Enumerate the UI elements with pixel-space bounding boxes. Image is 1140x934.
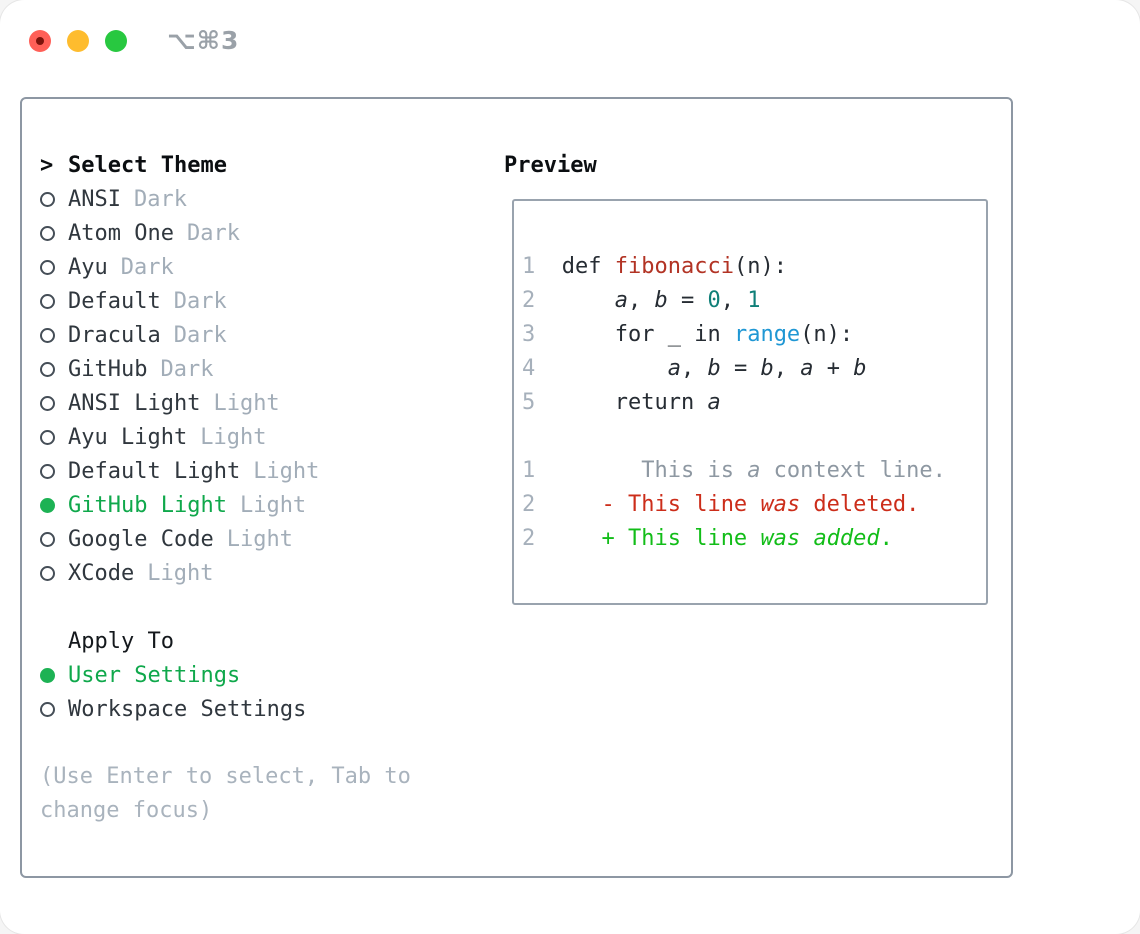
theme-option[interactable]: Ayu Light Light [40,420,484,454]
theme-option[interactable]: GitHub Dark [40,352,484,386]
theme-name: Default Light [68,458,241,484]
theme-option[interactable]: Default Dark [40,284,484,318]
theme-variant-label: Dark [173,288,227,314]
radio-icon [40,361,55,377]
cursor-icon: > [40,152,54,178]
theme-option[interactable]: Google Code Light [40,522,484,556]
code-line [522,420,986,454]
radio-icon [40,327,55,343]
radio-icon [40,565,55,581]
preview-title: Preview [504,152,597,178]
code-line: 3 for _ in range(n): [522,322,854,347]
help-text: (Use Enter to select, Tab to change focu… [40,764,411,823]
theme-name: ANSI [68,186,121,212]
radio-icon [40,259,55,275]
code-line: 1 def fibonacci(n): [522,254,787,279]
radio-icon [40,293,55,309]
theme-name: XCode [68,560,135,586]
apply-to-option[interactable]: User Settings [40,658,484,692]
code-line: 2 - This line was deleted. [522,492,920,517]
theme-name: Default [68,288,161,314]
theme-variant-label: Dark [186,220,240,246]
theme-option[interactable]: Default Light Light [40,454,484,488]
theme-variant-label: Light [147,560,214,586]
radio-selected-icon [40,667,55,683]
theme-option[interactable]: ANSI Dark [40,182,484,216]
theme-variant-label: Light [253,458,320,484]
window-shortcut-label: ⌥⌘3 [167,26,240,55]
theme-option[interactable]: ANSI Light Light [40,386,484,420]
preview-pane: 1 def fibonacci(n): 2 a, b = 0, 1 3 for _ … [512,199,988,605]
theme-option[interactable]: Ayu Dark [40,250,484,284]
theme-option[interactable]: XCode Light [40,556,484,590]
theme-option[interactable]: Atom One Dark [40,216,484,250]
radio-icon [40,463,55,479]
radio-icon [40,701,55,717]
apply-to-option[interactable]: Workspace Settings [40,692,484,726]
code-line: 5 return a [522,390,721,415]
theme-variant-label: Dark [173,322,227,348]
radio-icon [40,191,55,207]
theme-variant-label: Light [213,390,280,416]
theme-name: Ayu Light [68,424,188,450]
theme-variant-label: Light [226,526,293,552]
theme-list-title: Select Theme [68,152,227,178]
theme-variant-label: Light [200,424,267,450]
code-line: 4 a, b = b, a + b [522,356,867,381]
theme-list-header: > Select Theme [40,148,484,182]
close-button[interactable] [29,29,51,52]
radio-icon [40,531,55,547]
spacer [40,590,484,624]
radio-selected-icon [40,497,55,513]
theme-name: Atom One [68,220,174,246]
titlebar: ⌥⌘3 [29,26,239,55]
theme-variant-label: Dark [120,254,174,280]
radio-icon [40,395,55,411]
theme-variant-label: Light [239,492,307,518]
apply-to-label: Workspace Settings [68,696,307,722]
preview-code: 1 def fibonacci(n): 2 a, b = 0, 1 3 for _ … [522,250,986,556]
code-line: 1 This is a context line. [522,458,946,483]
radio-icon [40,429,55,445]
theme-name: Dracula [68,322,161,348]
theme-variant-label: Dark [133,186,187,212]
theme-name: GitHub [68,356,148,382]
theme-name: Google Code [68,526,214,552]
theme-name: GitHub Light [68,492,227,518]
minimize-button[interactable] [67,29,89,52]
theme-option[interactable]: Dracula Dark [40,318,484,352]
theme-name: ANSI Light [68,390,201,416]
zoom-button[interactable] [105,29,127,52]
code-line: 2 a, b = 0, 1 [522,288,761,313]
theme-variant-label: Dark [160,356,214,382]
radio-icon [40,225,55,241]
apply-to-title: Apply To [68,628,174,654]
code-line: 2 + This line was added. [522,526,893,551]
theme-name: Ayu [68,254,108,280]
theme-option[interactable]: GitHub Light Light [40,488,484,522]
preview-column: Preview 1 def fibonacci(n): 2 a, b = 0, 1… [484,148,1011,876]
apply-to-label: User Settings [68,662,241,688]
close-dot-icon [36,36,44,45]
